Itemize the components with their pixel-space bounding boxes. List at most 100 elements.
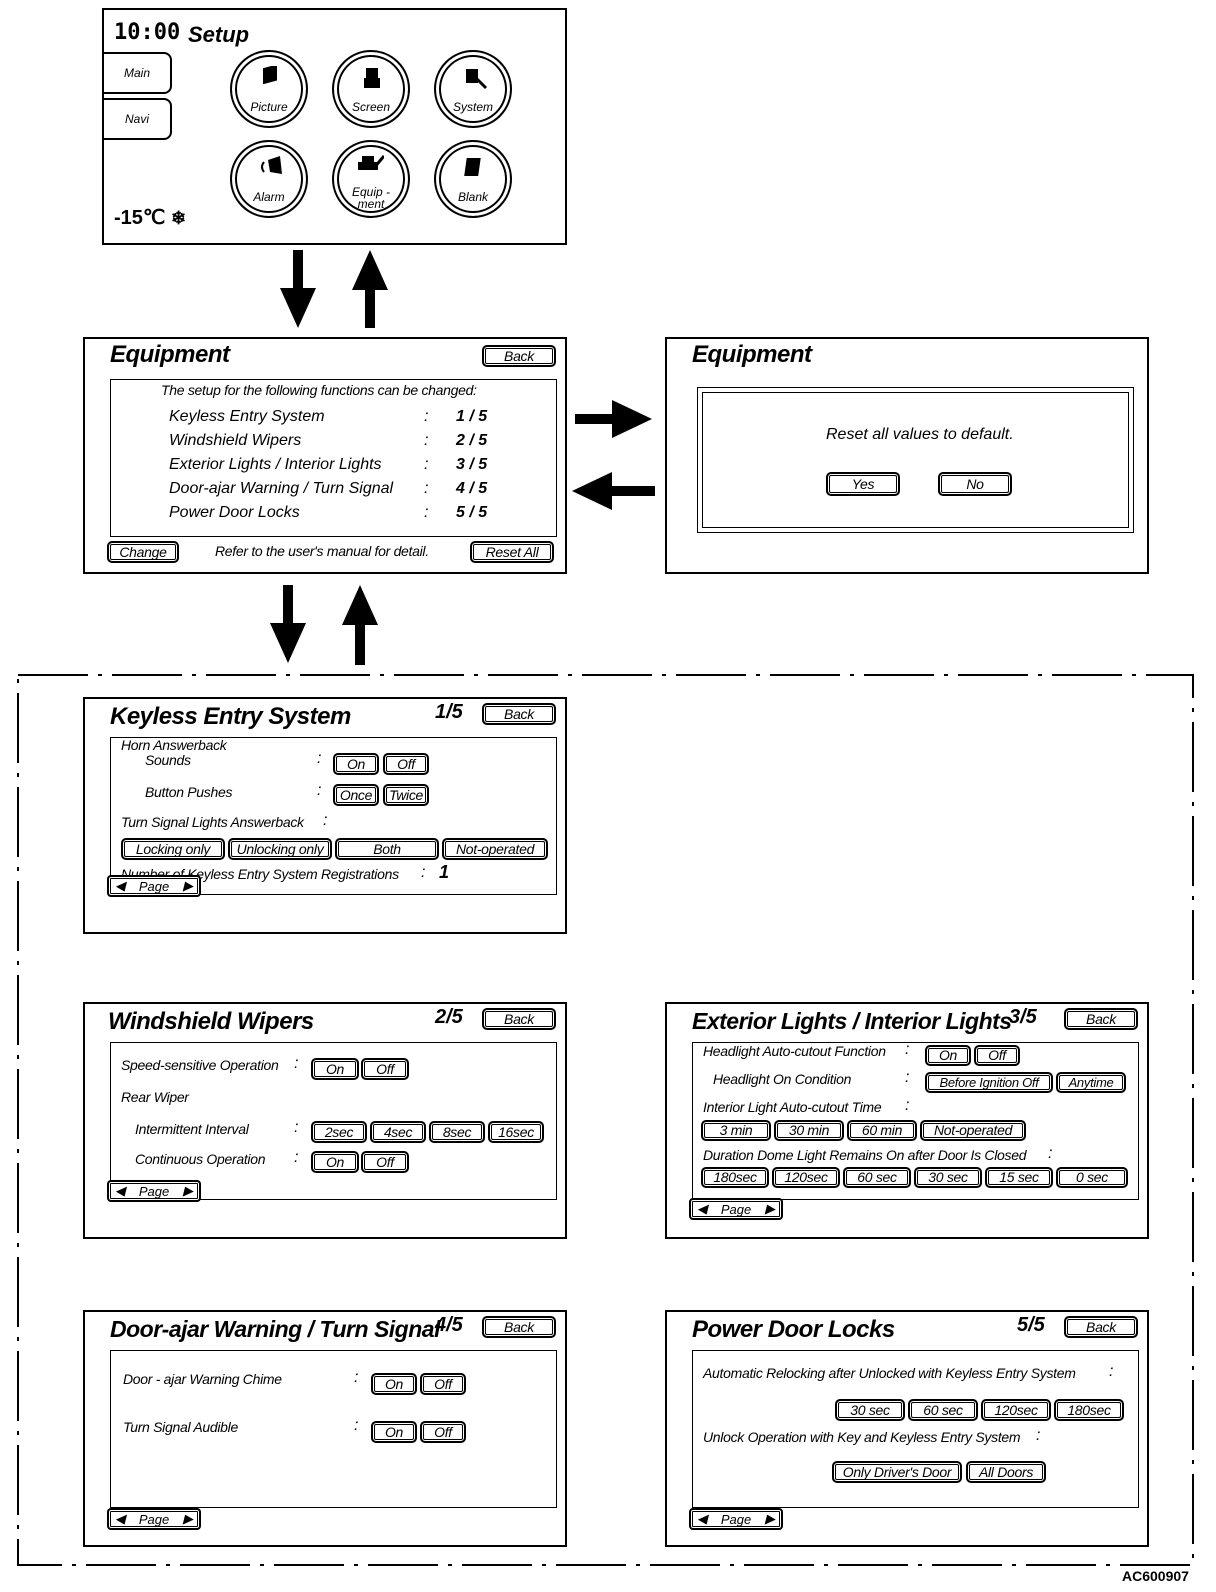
interval-16sec-button[interactable]: 16sec	[488, 1121, 544, 1143]
temperature: -15℃ ❄	[114, 205, 186, 230]
locking-only-button[interactable]: Locking only	[121, 838, 225, 860]
colon: :	[424, 504, 429, 521]
interval-2sec-button[interactable]: 2sec	[311, 1121, 367, 1143]
page-button[interactable]: ◀ Page ▶	[689, 1198, 783, 1220]
dome-0sec-button[interactable]: 0 sec	[1056, 1167, 1128, 1188]
relock-30sec-button[interactable]: 30 sec	[835, 1399, 905, 1421]
main-button[interactable]: Main	[102, 52, 172, 94]
continuous-off-button[interactable]: Off	[361, 1151, 409, 1173]
sounds-label: Sounds	[145, 752, 191, 768]
figure-id: AC600907	[1122, 1568, 1189, 1584]
chime-off-button[interactable]: Off	[420, 1373, 466, 1395]
colon: :	[905, 1041, 910, 1058]
interior-not-operated-button[interactable]: Not-operated	[920, 1120, 1026, 1141]
page-label: Page	[138, 1511, 170, 1527]
dome-15sec-button[interactable]: 15 sec	[985, 1167, 1053, 1188]
relock-120sec-button[interactable]: 120sec	[981, 1399, 1051, 1421]
door-ajar-title: Door-ajar Warning / Turn Signal	[110, 1316, 440, 1342]
function-list-panel: The setup for the following functions ca…	[110, 379, 557, 537]
navi-button[interactable]: Navi	[102, 98, 172, 140]
page-next-icon: ▶	[183, 1183, 193, 1198]
interior-autocut-label: Interior Light Auto-cutout Time	[703, 1099, 882, 1115]
colon: :	[1036, 1427, 1041, 1444]
picture-tile[interactable]: Picture	[230, 50, 308, 128]
page-button[interactable]: ◀ Page ▶	[107, 875, 201, 897]
relock-180sec-button[interactable]: 180sec	[1054, 1399, 1124, 1421]
setup-screen: 10:00 Setup Main Navi -15℃ ❄ Picture Scr…	[102, 8, 567, 245]
settings-panel: Speed-sensitive Operation : On Off Rear …	[110, 1042, 557, 1200]
relock-60sec-button[interactable]: 60 sec	[908, 1399, 978, 1421]
back-button[interactable]: Back	[1064, 1008, 1138, 1030]
interior-30min-button[interactable]: 30 min	[774, 1120, 844, 1141]
continuous-operation-label: Continuous Operation	[135, 1151, 266, 1167]
function-name: Door-ajar Warning / Turn Signal	[169, 480, 394, 497]
interval-8sec-button[interactable]: 8sec	[429, 1121, 485, 1143]
colon: :	[424, 408, 429, 425]
sounds-off-button[interactable]: Off	[383, 753, 429, 775]
dome-120sec-button[interactable]: 120sec	[772, 1167, 840, 1188]
pages-group-frame	[17, 674, 1194, 1566]
continuous-on-button[interactable]: On	[311, 1151, 359, 1173]
speed-off-button[interactable]: Off	[361, 1058, 409, 1080]
pushes-once-button[interactable]: Once	[333, 784, 379, 806]
dome-60sec-button[interactable]: 60 sec	[843, 1167, 911, 1188]
no-button[interactable]: No	[938, 472, 1012, 496]
alarm-tile[interactable]: Alarm	[230, 140, 308, 218]
blank-tile[interactable]: Blank	[434, 140, 512, 218]
before-ignition-off-button[interactable]: Before Ignition Off	[925, 1072, 1053, 1093]
back-button[interactable]: Back	[482, 345, 556, 367]
interval-4sec-button[interactable]: 4sec	[370, 1121, 426, 1143]
reset-all-button[interactable]: Reset All	[470, 541, 554, 563]
dome-30sec-button[interactable]: 30 sec	[914, 1167, 982, 1188]
interior-3min-button[interactable]: 3 min	[701, 1120, 771, 1141]
chime-on-button[interactable]: On	[371, 1373, 417, 1395]
back-button[interactable]: Back	[482, 1316, 556, 1338]
page-label: Page	[138, 1183, 170, 1199]
only-drivers-door-button[interactable]: Only Driver's Door	[832, 1461, 962, 1483]
arrow-up-icon	[352, 250, 388, 328]
back-button[interactable]: Back	[482, 1008, 556, 1030]
back-button[interactable]: Back	[1064, 1316, 1138, 1338]
not-operated-button[interactable]: Not-operated	[442, 838, 548, 860]
autocut-off-button[interactable]: Off	[974, 1045, 1020, 1066]
speed-on-button[interactable]: On	[311, 1058, 359, 1080]
page-button[interactable]: ◀ Page ▶	[689, 1508, 783, 1530]
dome-light-duration-label: Duration Dome Light Remains On after Doo…	[703, 1147, 1027, 1163]
pushes-twice-button[interactable]: Twice	[383, 784, 429, 806]
page-next-icon: ▶	[765, 1201, 775, 1216]
yes-button[interactable]: Yes	[826, 472, 900, 496]
arrow-left-icon	[572, 472, 655, 510]
unlocking-only-button[interactable]: Unlocking only	[228, 838, 332, 860]
colon: :	[354, 1369, 359, 1386]
turn-signal-answerback-label: Turn Signal Lights Answerback	[121, 814, 304, 830]
page-indicator: 3/5	[1009, 1006, 1037, 1028]
tile-label: Picture	[250, 100, 288, 114]
headlight-on-condition-label: Headlight On Condition	[713, 1071, 852, 1087]
page-prev-icon: ◀	[115, 1511, 125, 1526]
back-button[interactable]: Back	[482, 703, 556, 725]
all-doors-button[interactable]: All Doors	[966, 1461, 1046, 1483]
dome-180sec-button[interactable]: 180sec	[701, 1167, 769, 1188]
page-button[interactable]: ◀ Page ▶	[107, 1180, 201, 1202]
anytime-button[interactable]: Anytime	[1056, 1072, 1126, 1093]
sounds-on-button[interactable]: On	[333, 753, 379, 775]
clock: 10:00	[114, 20, 181, 45]
door-ajar-screen: Door-ajar Warning / Turn Signal 4/5 Back…	[83, 1310, 567, 1547]
equipment-tile[interactable]: Equip - ment	[332, 140, 410, 218]
page-next-icon: ▶	[183, 878, 193, 893]
system-tile[interactable]: System	[434, 50, 512, 128]
speed-sensitive-label: Speed-sensitive Operation	[121, 1057, 279, 1073]
autocut-on-button[interactable]: On	[925, 1045, 971, 1066]
change-button[interactable]: Change	[107, 541, 179, 563]
screen-tile[interactable]: Screen	[332, 50, 410, 128]
audible-on-button[interactable]: On	[371, 1421, 417, 1443]
page-indicator: 1/5	[435, 701, 463, 723]
interior-60min-button[interactable]: 60 min	[847, 1120, 917, 1141]
colon: :	[905, 1097, 910, 1114]
system-icon	[466, 69, 488, 90]
audible-off-button[interactable]: Off	[420, 1421, 466, 1443]
page-indicator: 4/5	[435, 1314, 463, 1336]
both-button[interactable]: Both	[335, 838, 439, 860]
page-button[interactable]: ◀ Page ▶	[107, 1508, 201, 1530]
